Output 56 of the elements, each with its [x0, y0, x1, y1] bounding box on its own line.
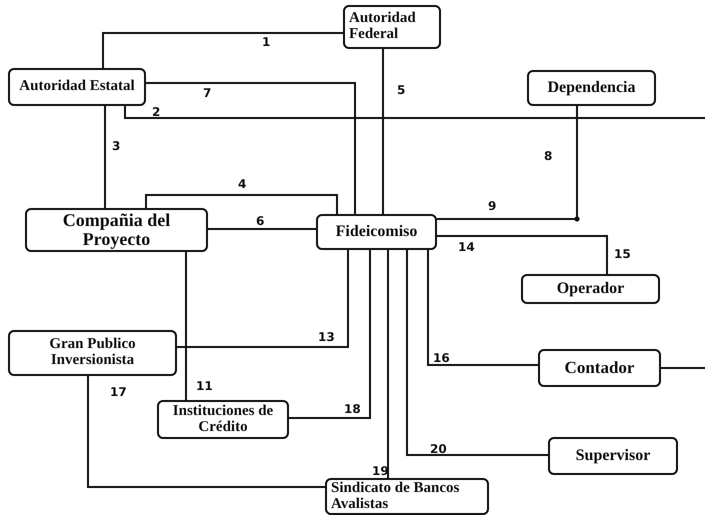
connector-line — [87, 376, 325, 488]
edge-label: 3 — [112, 140, 120, 152]
node-label: Operador — [556, 280, 624, 298]
connector-line — [289, 250, 371, 419]
connector-line — [387, 250, 389, 478]
entity-box — [8, 330, 177, 376]
connector-line — [102, 32, 343, 68]
connector-line — [382, 49, 384, 214]
edge-label: 2 — [152, 106, 160, 118]
edge-label: 11 — [196, 380, 213, 392]
connector-line — [185, 252, 187, 400]
node-label: Compañia del Proyecto — [62, 211, 172, 249]
edge-label: 4 — [238, 178, 246, 190]
connector-line — [437, 235, 608, 274]
connector-line — [437, 216, 580, 222]
edge-label: 1 — [262, 36, 270, 48]
edge-label: 6 — [256, 215, 264, 227]
edge-label: 14 — [458, 241, 475, 253]
connector-line — [146, 82, 356, 214]
edge-label: 7 — [203, 87, 212, 99]
connector-line — [208, 228, 316, 230]
node-label: Gran Publico Inversionista — [48, 337, 137, 369]
connector-line — [427, 250, 538, 366]
node-label: Instituciones de Crédito — [172, 404, 274, 436]
node-label: Fideicomiso — [336, 224, 418, 240]
callout-number: 15 — [614, 248, 631, 260]
entity-box — [316, 214, 437, 250]
edge-label: 17 — [110, 386, 127, 398]
node-label: Supervisor — [576, 448, 650, 464]
node-label: Autoridad Estatal — [19, 79, 135, 95]
node-label: Autoridad Federal — [349, 11, 417, 43]
edge-label: 8 — [544, 150, 552, 162]
edge-label: 16 — [433, 352, 450, 364]
entity-box — [25, 208, 208, 252]
edge-label: 9 — [488, 200, 496, 212]
connector-line — [177, 250, 349, 348]
entity-box — [548, 437, 678, 475]
entity-box — [343, 5, 441, 49]
connector-line — [145, 194, 338, 214]
edge-label: 18 — [344, 403, 361, 415]
entity-box — [538, 349, 661, 387]
node-label: Dependencia — [548, 80, 636, 96]
connector-line — [124, 106, 705, 119]
connector-line — [406, 250, 548, 456]
node-label: Sindicato de Bancos Avalistas — [331, 480, 460, 512]
entity-box — [8, 68, 146, 106]
connector-line — [104, 106, 106, 208]
edge-label: 5 — [397, 84, 406, 96]
entity-box — [157, 400, 289, 439]
edge-label: 13 — [318, 331, 335, 343]
entity-box — [527, 70, 656, 106]
node-label: Contador — [564, 359, 634, 377]
connector-line — [661, 367, 705, 369]
entity-box — [521, 274, 660, 304]
entity-box — [325, 478, 489, 515]
edge-label: 20 — [430, 443, 447, 455]
